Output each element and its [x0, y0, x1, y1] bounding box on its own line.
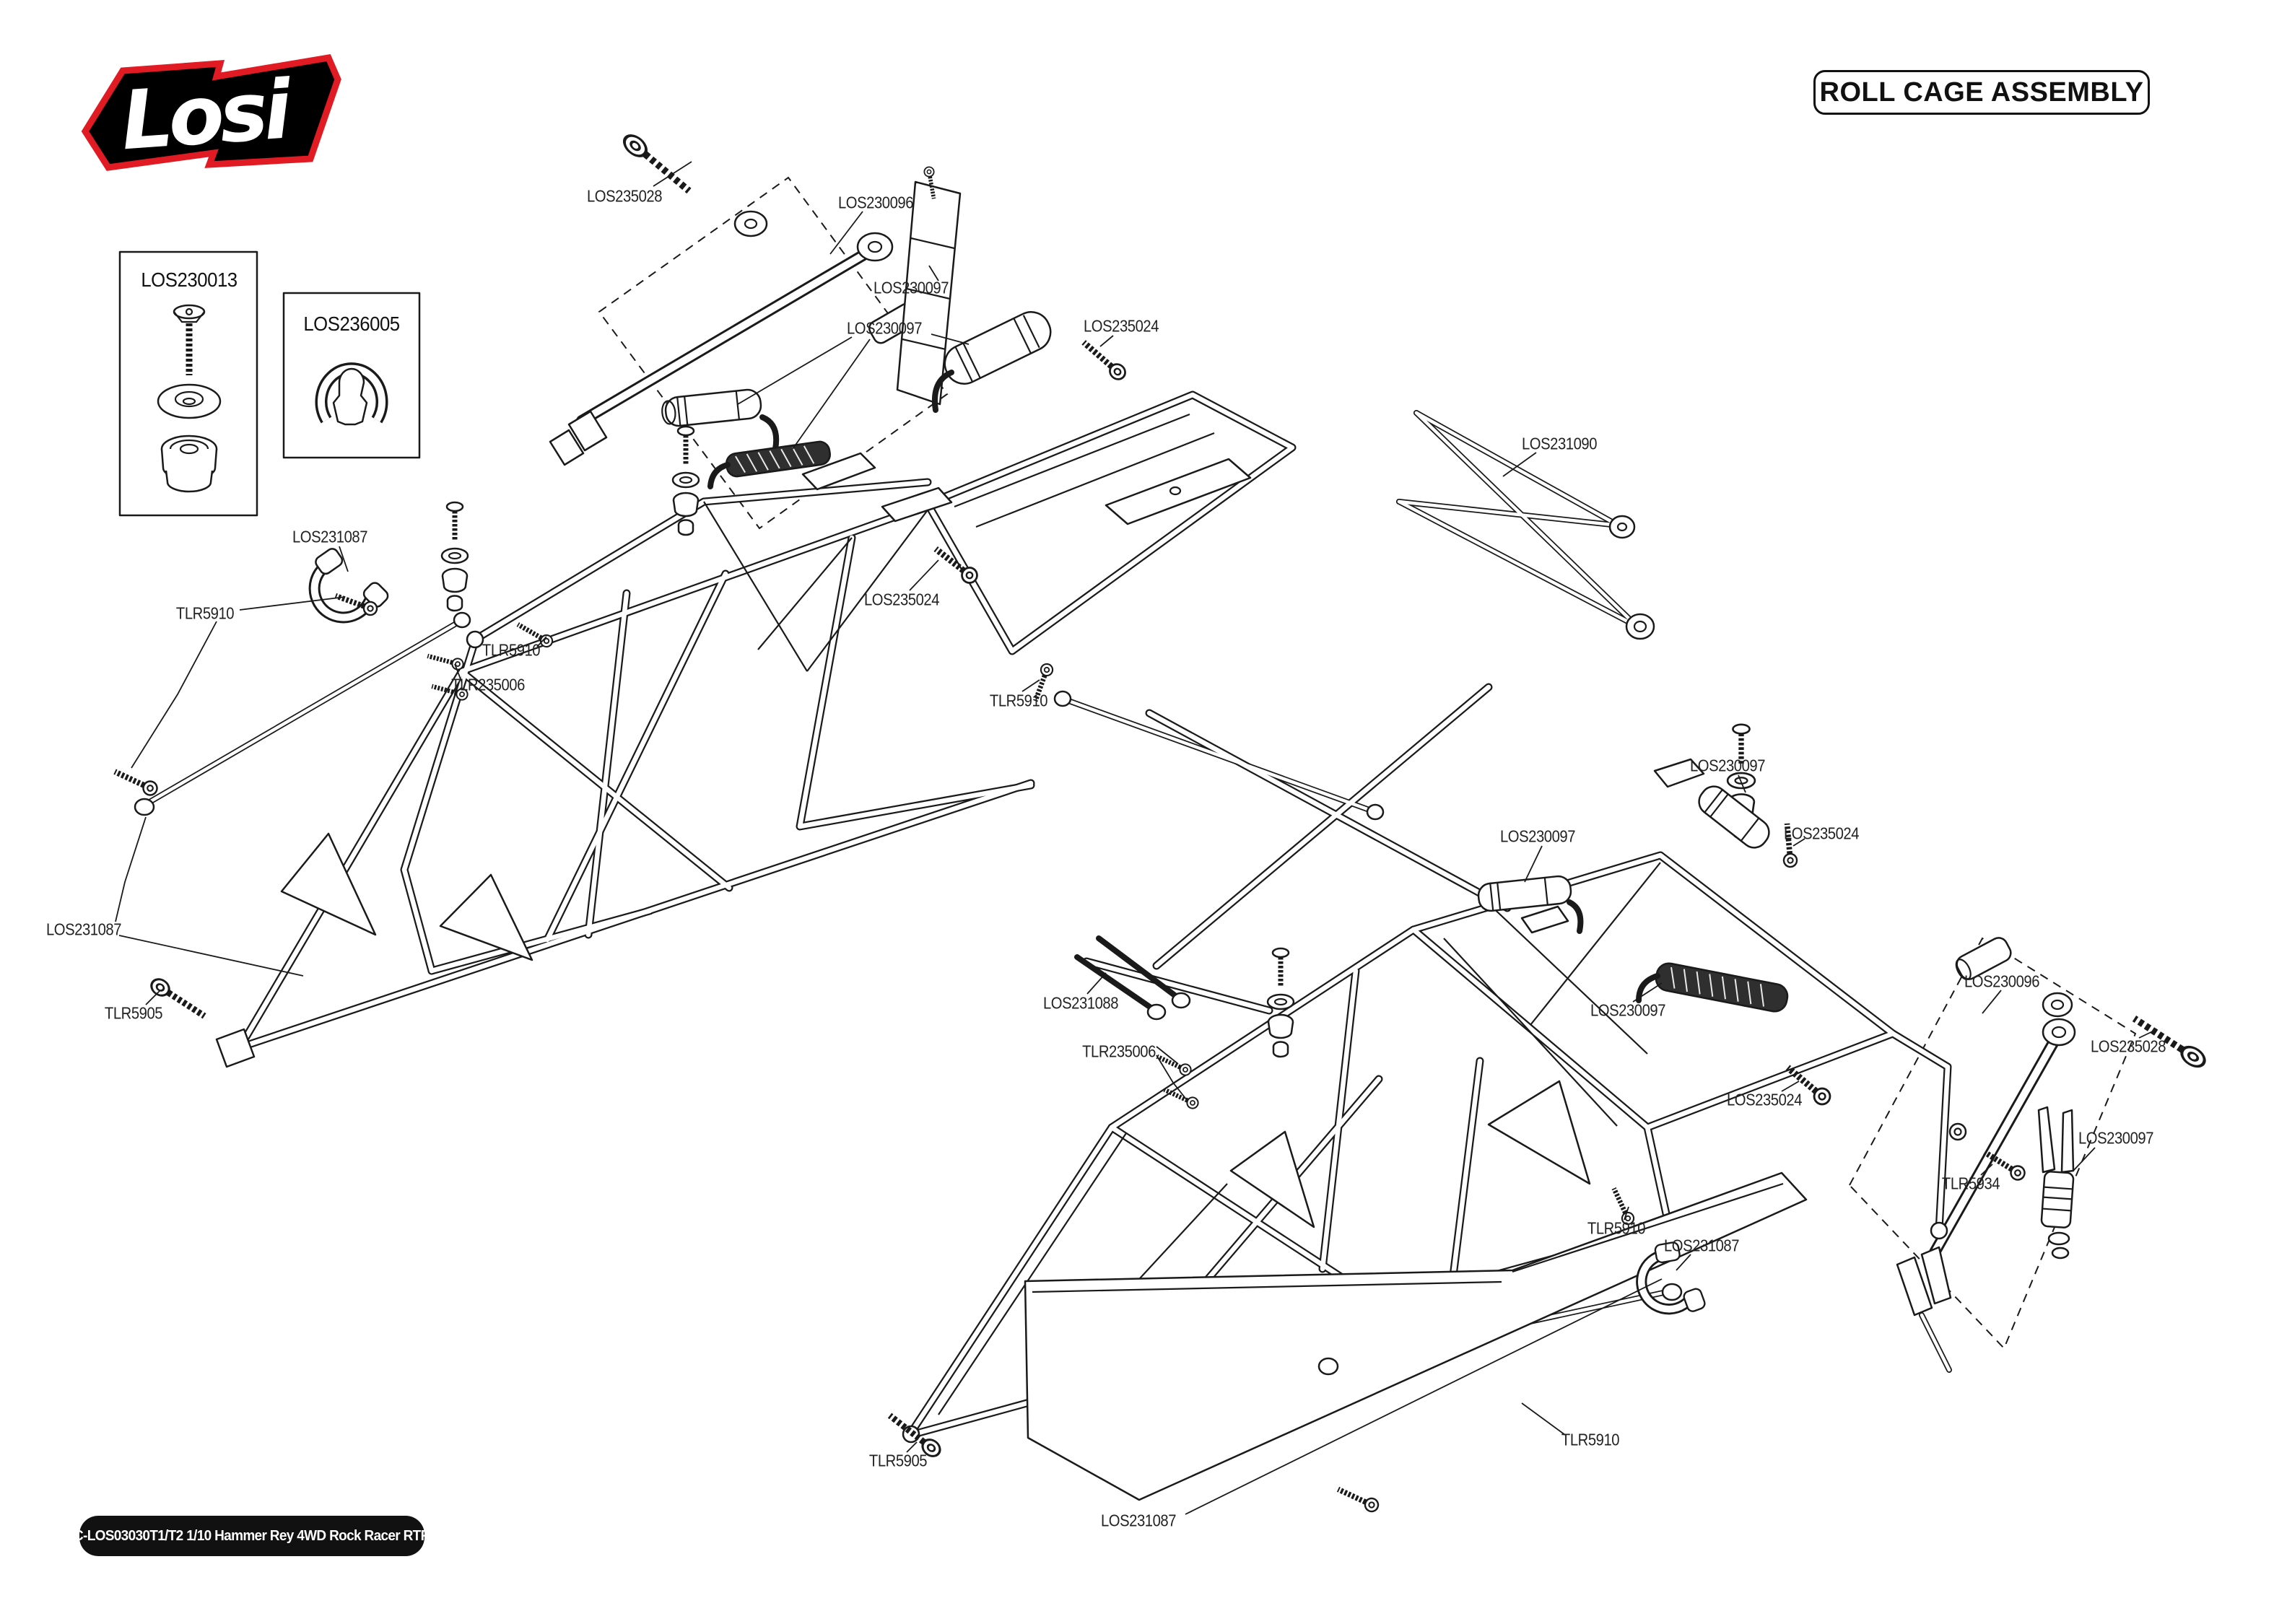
callout-part-number: LOS230013: [141, 269, 238, 291]
roll-cage-tubes: [139, 245, 2062, 1439]
part-label: LOS230097: [1499, 826, 1576, 846]
cup-washer-icon: [157, 383, 222, 419]
svg-text:Losi: Losi: [118, 63, 295, 168]
part-label: LOS230097: [1689, 756, 1766, 775]
part-label: LOS235024: [1726, 1090, 1803, 1109]
part-label: TLR5910: [989, 691, 1048, 710]
part-label: LOS230097: [873, 278, 949, 297]
part-label: LOS235028: [586, 186, 663, 206]
part-label: TLR5910: [1561, 1430, 1620, 1449]
part-label: LOS230097: [2078, 1128, 2154, 1148]
frame-details: [134, 413, 1948, 1501]
leader-lines: [115, 161, 2158, 1515]
part-label: TLR235006: [451, 675, 525, 694]
part-label: LOS230096: [837, 193, 914, 212]
part-label: LOS230096: [1964, 972, 2040, 991]
part-label: LOS235024: [1783, 824, 1860, 843]
part-label: LOS231087: [45, 920, 122, 939]
grommet-icon: [160, 435, 218, 493]
part-label: TLR5905: [104, 1003, 163, 1023]
model-footer: C-LOS03030T1/T2 1/10 Hammer Rey 4WD Rock…: [74, 1516, 431, 1556]
flat-screw-icon: [173, 304, 206, 375]
clip-icon: [315, 362, 388, 426]
part-label: LOS235024: [1083, 316, 1159, 336]
part-label: LOS235028: [2090, 1036, 2166, 1056]
dashed-group-lower-link: [1848, 937, 2137, 1350]
page-title-box: ROLL CAGE ASSEMBLY: [1813, 70, 2150, 115]
part-label: LOS231088: [1042, 993, 1119, 1013]
part-label: LOS231090: [1521, 434, 1598, 453]
part-label: TLR5910: [1587, 1218, 1646, 1238]
part-label: LOS231087: [292, 527, 368, 546]
part-label: LOS231087: [1100, 1511, 1177, 1530]
part-label: TLR5910: [175, 603, 235, 623]
losi-logo: Losi: [81, 53, 341, 171]
part-label: TLR5910: [482, 640, 541, 660]
dashed-group-upper-link: [598, 176, 949, 530]
page-title: ROLL CAGE ASSEMBLY: [1819, 77, 2144, 108]
model-footer-text: C-LOS03030T1/T2 1/10 Hammer Rey 4WD Rock…: [74, 1527, 430, 1544]
part-label: TLR5905: [868, 1451, 928, 1470]
part-label: LOS235024: [863, 590, 940, 609]
part-label: TLR235006: [1082, 1042, 1156, 1061]
part-label: LOS230097: [1590, 1000, 1666, 1020]
callout-part-number: LOS236005: [303, 313, 400, 335]
loose-parts: [112, 131, 2208, 1514]
part-label: LOS230097: [846, 318, 923, 338]
part-label: LOS231087: [1663, 1236, 1740, 1255]
part-label: TLR5934: [1941, 1174, 2000, 1193]
